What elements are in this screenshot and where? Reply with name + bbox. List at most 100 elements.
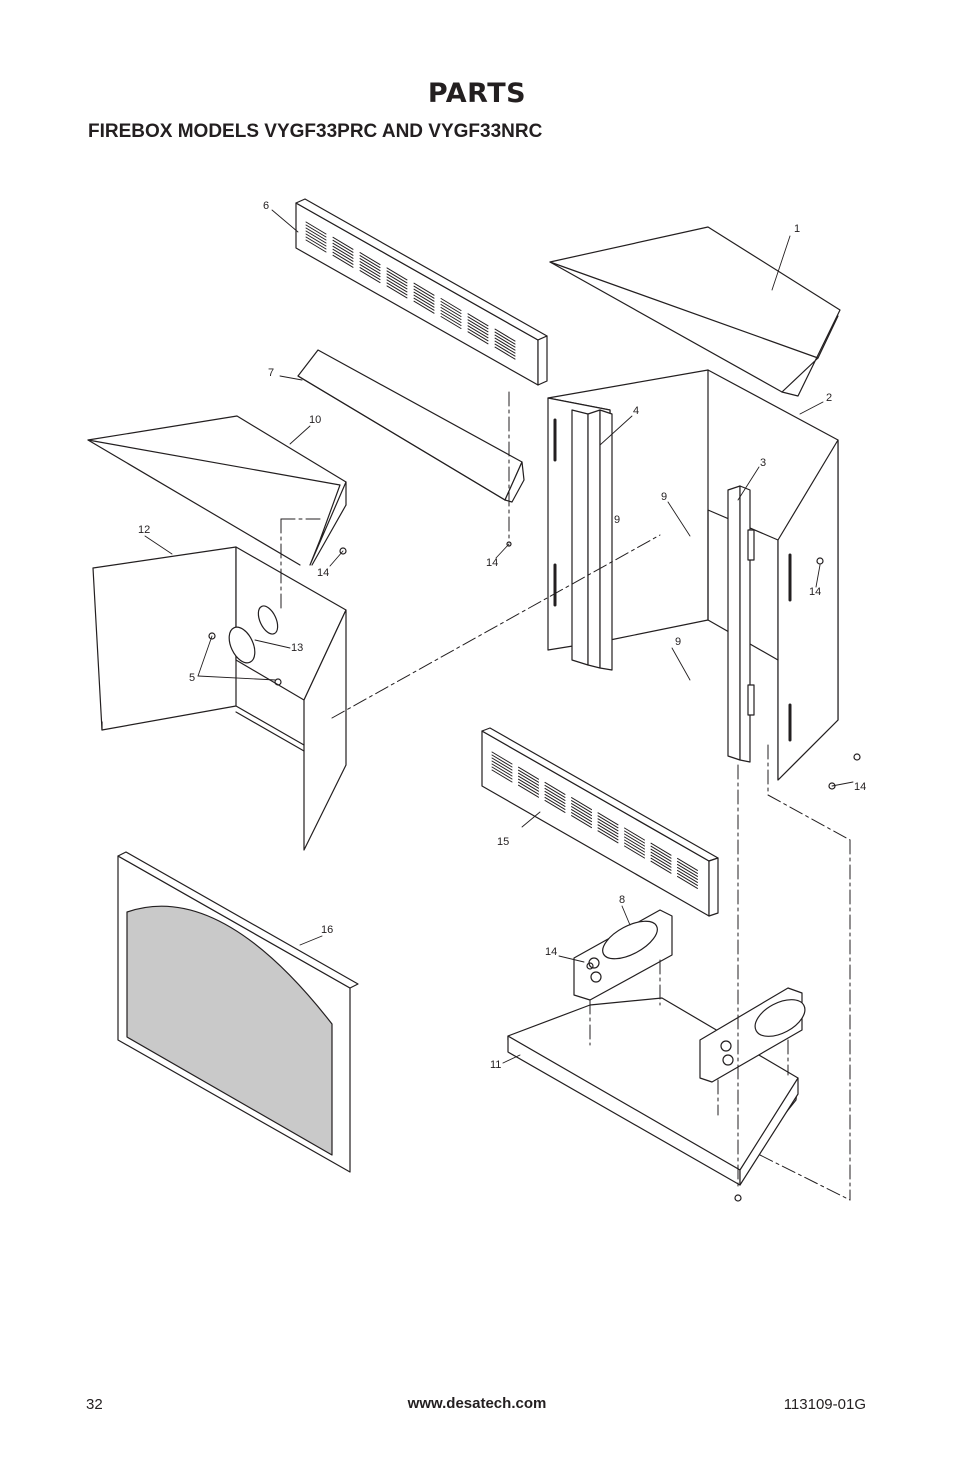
louver-slot — [386, 282, 408, 296]
part-callout-9: 9 — [675, 636, 681, 648]
louver-slot — [332, 242, 354, 256]
louver-slot — [650, 845, 672, 859]
louver-slot — [467, 325, 489, 339]
part-callout-9: 9 — [614, 514, 620, 526]
part-callout-8: 8 — [619, 894, 625, 906]
louver-slot — [305, 227, 327, 241]
louver-slot — [359, 270, 381, 284]
louver-slot — [359, 261, 381, 275]
louver-slot — [571, 812, 592, 826]
website-link[interactable]: www.desatech.com — [407, 1395, 547, 1412]
louver-slot — [467, 331, 489, 345]
louver-slot — [544, 793, 566, 807]
part-callout-10: 10 — [309, 414, 321, 426]
part-callout-14: 14 — [545, 946, 557, 958]
louver-slot — [386, 276, 408, 290]
part-6-top-louver — [295, 198, 548, 386]
louver-slot — [494, 337, 516, 351]
louver-slot — [467, 316, 489, 330]
louver-slot — [491, 751, 513, 765]
louver-slot — [491, 760, 513, 774]
louver-slot — [544, 790, 566, 804]
louver-slot — [467, 319, 489, 333]
louver-slot — [413, 282, 435, 296]
part-callout-3: 3 — [760, 457, 766, 469]
louver-slot — [624, 839, 645, 853]
louver-slot — [494, 346, 516, 360]
louver-slot — [624, 827, 645, 841]
part-callout-11: 11 — [490, 1059, 501, 1071]
louver-slot — [571, 806, 592, 820]
louver-slot — [332, 248, 354, 262]
louver-slot — [571, 809, 592, 823]
louver-slot — [571, 800, 592, 814]
louver-slot — [544, 799, 566, 813]
louver-slot — [518, 766, 539, 780]
louver-slot — [332, 239, 354, 253]
louver-slot — [650, 854, 672, 868]
louver-slot — [386, 285, 408, 299]
part-callout-12: 12 — [138, 524, 150, 536]
louver-slot — [518, 772, 539, 786]
louver-slot — [518, 778, 539, 792]
louver-slot — [571, 797, 592, 811]
louver-slot — [332, 245, 354, 259]
section-subtitle: FIREBOX MODELS VYGF33PRC AND VYGF33NRC — [88, 121, 543, 142]
louver-slot — [494, 334, 516, 348]
louver-slot — [440, 310, 462, 323]
louver-slot — [491, 754, 513, 768]
part-callout-1: 1 — [794, 223, 800, 235]
part-callout-14: 14 — [486, 557, 498, 569]
louver-slot — [467, 322, 489, 336]
louver-slot — [332, 236, 354, 250]
louver-slot — [650, 842, 672, 856]
part-4-left-channel — [571, 409, 613, 671]
louver-slot — [518, 775, 539, 789]
louver-slot — [332, 251, 354, 265]
louver-slot — [650, 848, 672, 862]
document-code: 113109-01G — [783, 1396, 866, 1413]
part-callout-7: 7 — [268, 367, 274, 379]
louver-slot — [597, 824, 619, 838]
louver-slot — [597, 818, 619, 832]
louver-slot — [440, 301, 462, 314]
louver-slot — [305, 221, 327, 235]
louver-slot — [518, 781, 539, 795]
louver-slot — [494, 331, 516, 345]
louver-slot — [677, 863, 698, 877]
part-callout-6: 6 — [263, 200, 269, 212]
louver-slot — [467, 313, 489, 327]
part-16-glass-door — [117, 851, 359, 1173]
louver-slot — [624, 845, 645, 859]
louver-slot — [386, 267, 408, 281]
part-callout-4: 4 — [633, 405, 639, 417]
louver-slot — [305, 239, 327, 253]
louver-slot — [597, 815, 619, 829]
louver-slot — [305, 230, 327, 244]
louver-slot — [332, 254, 354, 268]
louver-slot — [440, 316, 462, 329]
louver-slot — [386, 270, 408, 284]
louver-slot — [440, 298, 462, 311]
louver-slot — [624, 830, 645, 844]
part-callout-13: 13 — [291, 642, 303, 654]
assembly-lines — [280, 391, 851, 1201]
louver-slot — [677, 860, 698, 874]
part-8-burner-bracket-right — [699, 987, 806, 1083]
louver-slot — [467, 328, 489, 342]
part-3-right-channel — [727, 485, 755, 763]
louver-slot — [359, 267, 381, 281]
louver-slot — [597, 821, 619, 835]
part-callout-14: 14 — [854, 781, 866, 793]
louver-slot — [677, 875, 698, 889]
part-callout-2: 2 — [826, 392, 832, 404]
part-7-trim-bracket — [297, 349, 525, 503]
louver-slot — [413, 297, 435, 311]
louver-slot — [386, 279, 408, 293]
louver-slot — [650, 857, 672, 871]
part-8-burner-bracket — [573, 909, 673, 1001]
louver-slot — [571, 815, 592, 829]
louver-slot — [677, 869, 698, 883]
louver-slot — [597, 827, 619, 841]
